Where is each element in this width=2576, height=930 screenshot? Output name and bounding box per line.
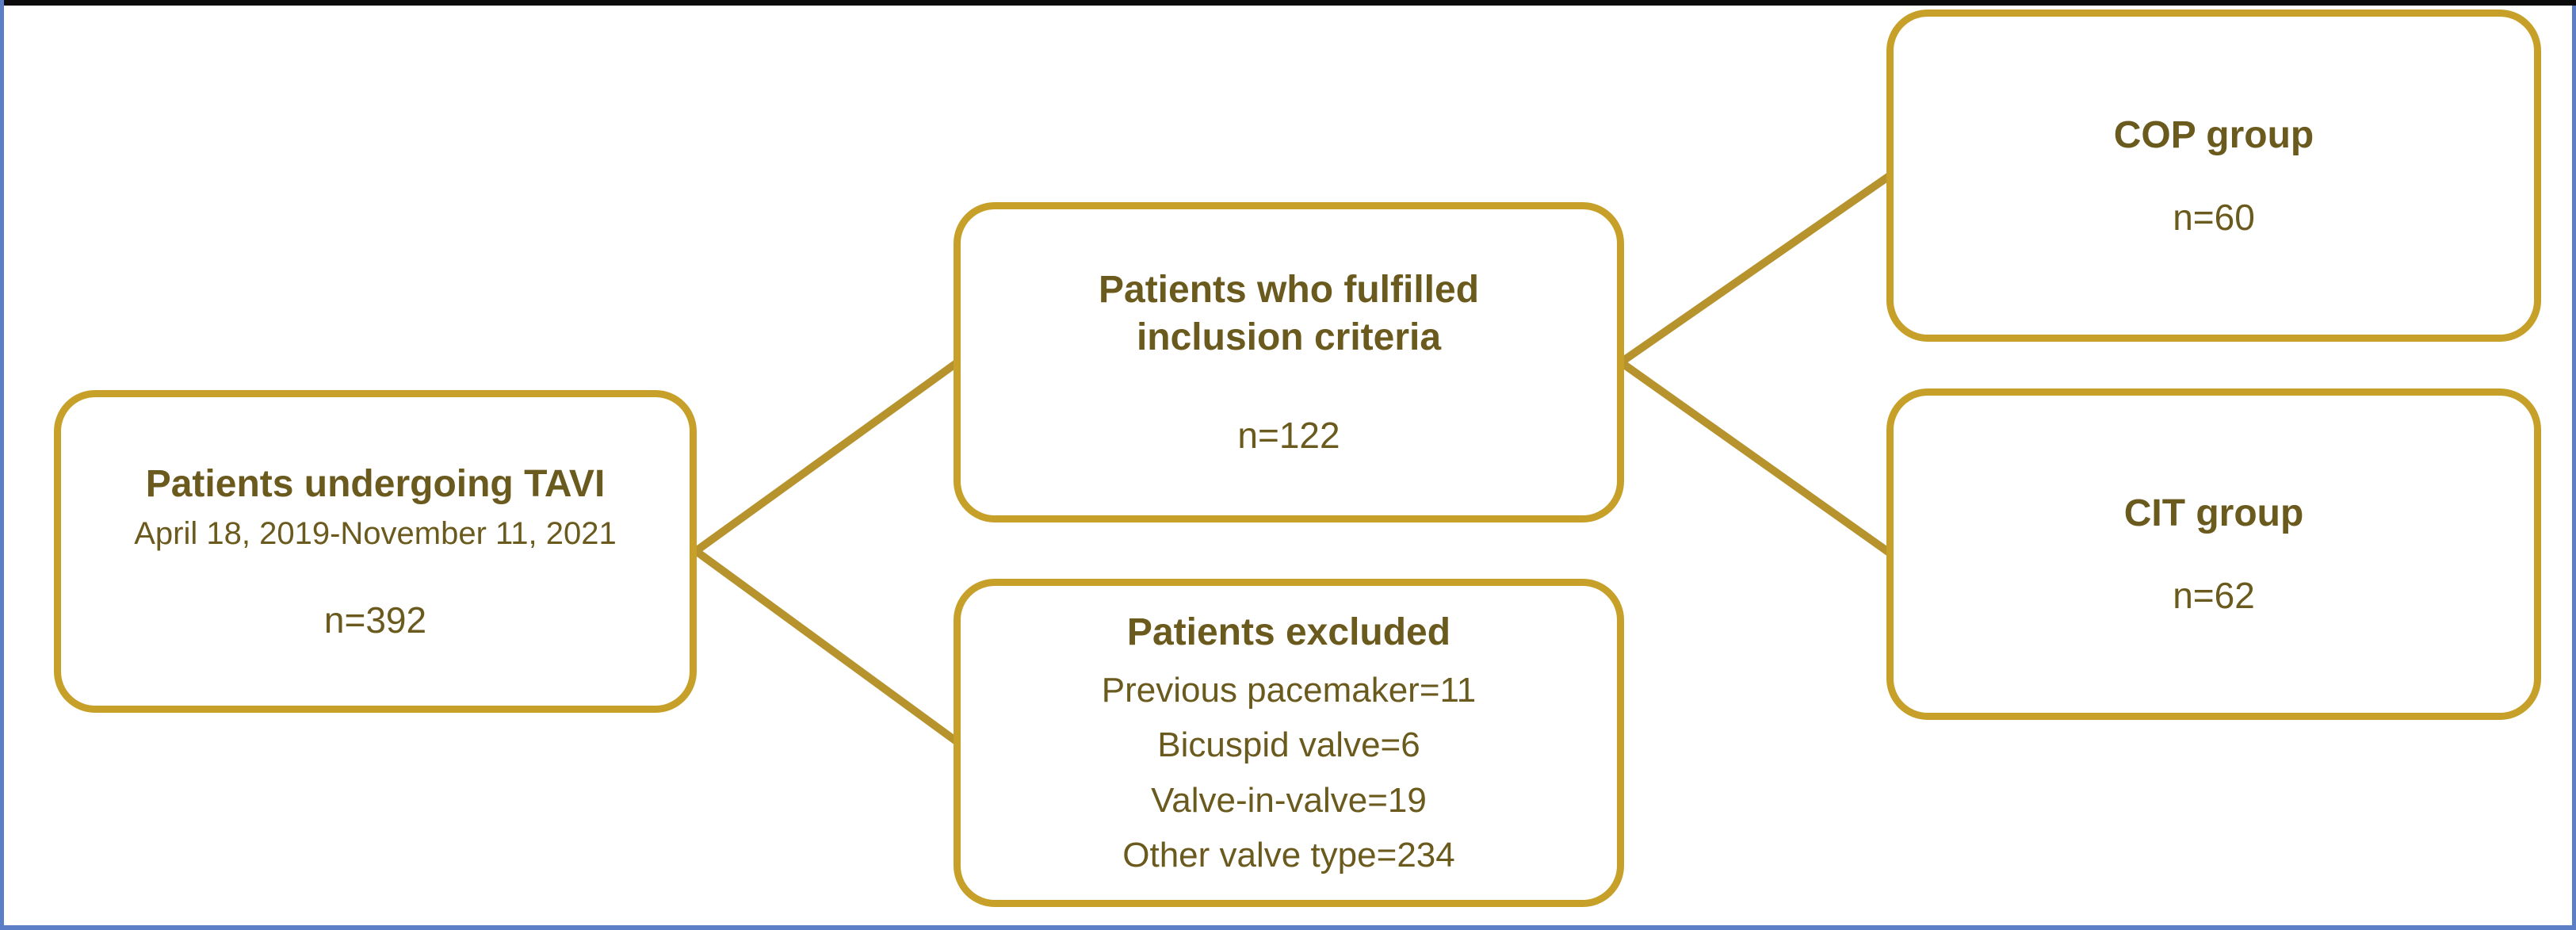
node-title: Patients who fulfilled inclusion criteri… xyxy=(1098,269,1480,359)
source-node: Patients undergoing TAVI April 18, 2019-… xyxy=(54,390,697,713)
node-count: n=62 xyxy=(2173,575,2255,617)
node-count: n=122 xyxy=(1237,415,1340,457)
node-title: CIT group xyxy=(2123,492,2304,535)
connector-included-cit xyxy=(1617,358,1894,557)
excluded-item: Previous pacemaker=11 xyxy=(1101,670,1477,710)
node-count: n=392 xyxy=(323,599,427,641)
connector-source-excluded xyxy=(692,547,961,746)
excluded-node: Patients excluded Previous pacemaker=11 … xyxy=(954,579,1624,907)
excluded-item: Bicuspid valve=6 xyxy=(1157,725,1420,765)
frame-top-bar xyxy=(4,0,2576,6)
node-title: Patients undergoing TAVI xyxy=(145,462,606,505)
node-title: COP group xyxy=(2113,113,2314,156)
node-title: Patients excluded xyxy=(1126,610,1451,653)
node-count: n=60 xyxy=(2173,196,2255,238)
included-node: Patients who fulfilled inclusion criteri… xyxy=(954,202,1624,522)
excluded-item: Valve-in-valve=19 xyxy=(1151,780,1427,820)
connectors-svg xyxy=(692,171,1894,746)
excluded-item: Other valve type=234 xyxy=(1122,836,1455,875)
connector-included-cop xyxy=(1617,171,1894,366)
node-subtitle: April 18, 2019-November 11, 2021 xyxy=(134,515,617,551)
cop-node: COP group n=60 xyxy=(1886,10,2541,342)
connector-source-included xyxy=(692,358,961,555)
cit-node: CIT group n=62 xyxy=(1886,388,2541,720)
